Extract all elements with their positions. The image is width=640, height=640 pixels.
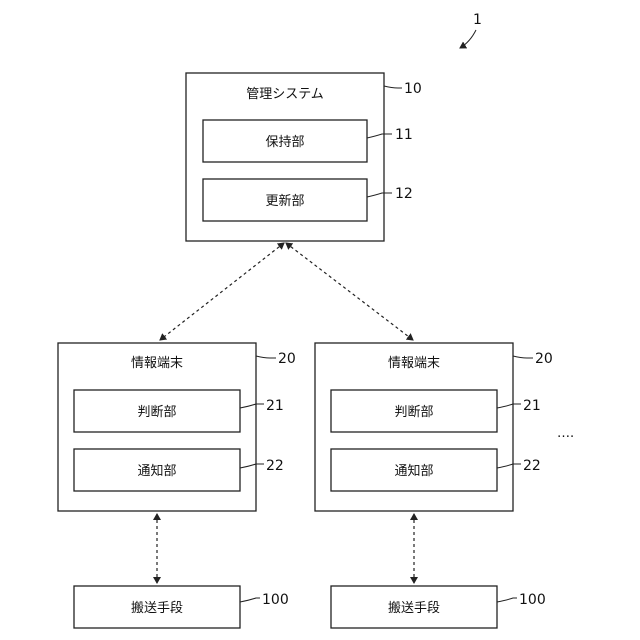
terminal-1-judge-label: 判断部 — [137, 405, 176, 420]
terminal-1-title: 情報端末 — [131, 356, 183, 371]
transport-1-leader — [240, 598, 260, 602]
link-management-terminal-2 — [286, 243, 413, 340]
more-terminals-ellipsis: …. — [557, 426, 574, 441]
update-unit-label: 更新部 — [265, 193, 304, 209]
figure-number-arrow — [460, 30, 476, 48]
management-system-leader — [384, 86, 402, 88]
terminal-1-notify-ref: 22 — [266, 458, 284, 474]
terminal-1-leader — [256, 356, 276, 358]
management-system-title: 管理システム — [246, 87, 324, 102]
terminal-2-notify-ref: 22 — [523, 458, 541, 474]
transport-means-2: 搬送手段 100 — [331, 586, 546, 628]
terminal-2-leader — [513, 356, 533, 358]
transport-means-1: 搬送手段 100 — [74, 586, 289, 628]
terminal-1-judge-ref: 21 — [266, 398, 284, 414]
terminal-2-judge-ref: 21 — [523, 398, 541, 414]
holding-unit-ref: 11 — [395, 127, 413, 143]
figure-number: 1 — [473, 12, 482, 28]
holding-unit-label: 保持部 — [265, 135, 304, 150]
update-unit-ref: 12 — [395, 186, 413, 202]
transport-1-ref: 100 — [262, 592, 289, 608]
terminal-2-judge-label: 判断部 — [394, 405, 433, 420]
transport-1-label: 搬送手段 — [131, 601, 183, 616]
management-system: 管理システム 10 保持部 11 更新部 12 — [186, 73, 422, 241]
terminal-2-title: 情報端末 — [388, 356, 440, 371]
transport-2-ref: 100 — [519, 592, 546, 608]
terminal-1-notify-label: 通知部 — [137, 463, 176, 479]
link-management-terminal-1 — [160, 243, 284, 340]
terminal-2-notify-label: 通知部 — [394, 463, 433, 479]
information-terminal-1: 情報端末 20 判断部 21 通知部 22 — [58, 343, 296, 511]
terminal-1-ref: 20 — [278, 351, 296, 367]
management-system-ref: 10 — [404, 81, 422, 97]
transport-2-leader — [497, 598, 517, 602]
transport-2-label: 搬送手段 — [388, 601, 440, 616]
terminal-2-ref: 20 — [535, 351, 553, 367]
information-terminal-2: 情報端末 20 判断部 21 通知部 22 — [315, 343, 553, 511]
